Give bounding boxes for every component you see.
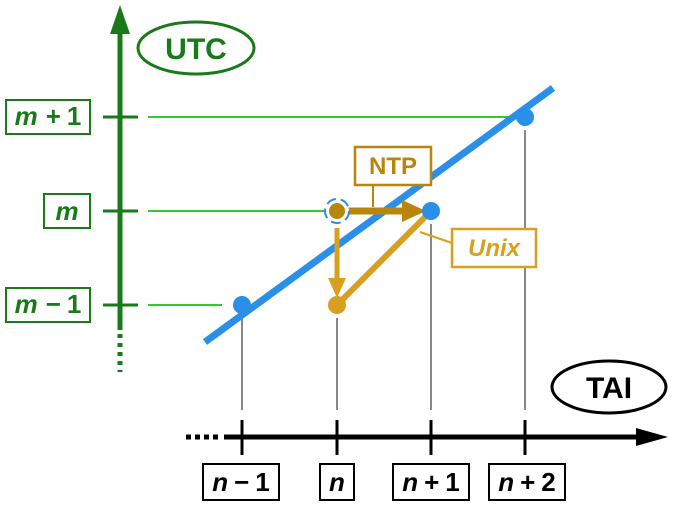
point-n-unix	[328, 296, 346, 314]
x-label-n-minus-1: n−1	[202, 463, 280, 501]
point-n-plus-1	[422, 202, 440, 220]
unix-diagonal-line	[334, 208, 434, 308]
svg-text:n+2: n+2	[498, 467, 556, 497]
utc-title-ellipse	[136, 20, 256, 76]
svg-text:m+1: m+1	[15, 101, 82, 131]
point-n-plus-2	[516, 108, 534, 126]
utc-axis-arrowhead	[110, 5, 130, 34]
unix-callout: Unix	[450, 227, 538, 269]
svg-text:Unix: Unix	[468, 235, 522, 262]
tai-title: TAI	[586, 372, 632, 405]
point-n-minus-1	[233, 296, 251, 314]
y-label-m-plus-1: m+1	[5, 99, 91, 135]
utc-tai-line	[202, 85, 556, 345]
utc-title: UTC	[165, 33, 227, 66]
x-label-n: n	[319, 463, 355, 501]
svg-text:NTP: NTP	[369, 153, 417, 180]
y-label-m: m	[43, 193, 91, 229]
y-label-m-minus-1: m−1	[5, 287, 91, 323]
svg-text:m: m	[55, 196, 78, 226]
svg-text:n+1: n+1	[402, 467, 460, 497]
unix-callout-leader	[419, 231, 456, 245]
svg-text:m−1: m−1	[15, 289, 82, 319]
x-label-n-plus-1: n+1	[392, 463, 470, 501]
ntp-arrowhead	[402, 200, 426, 222]
point-n-gold	[329, 203, 345, 219]
tai-title-ellipse	[550, 359, 668, 415]
ntp-callout: NTP	[353, 145, 433, 187]
x-label-n-plus-2: n+2	[488, 463, 566, 501]
svg-text:n: n	[329, 467, 345, 497]
tai-axis-arrowhead	[636, 428, 668, 446]
svg-text:n−1: n−1	[212, 467, 270, 497]
unix-drop-arrowhead	[328, 278, 346, 298]
